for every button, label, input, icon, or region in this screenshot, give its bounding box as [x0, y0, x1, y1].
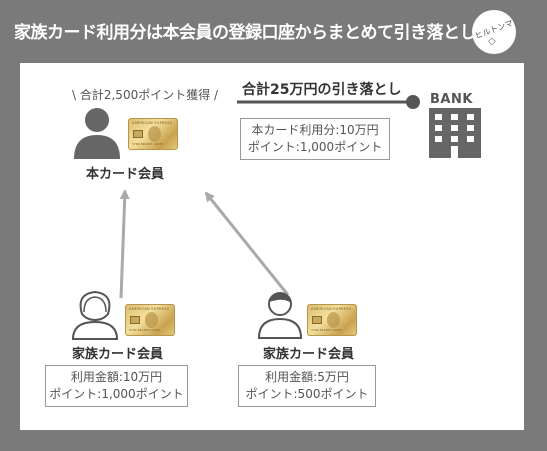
family-member-2-user-icon — [257, 292, 303, 339]
main-member-card-image: AMERICAN EXPRESS 3782 822463 10005 — [128, 118, 178, 150]
arrow-family2-to-main — [204, 191, 290, 296]
page-title: 家族カード利用分は本会員の登録口座からまとめて引き落とし — [14, 23, 477, 43]
family-member-2-label: 家族カード会員 — [263, 347, 355, 362]
family-member-2-card-image: AMERICAN EXPRESS 3782 822463 10005 — [307, 304, 357, 336]
family-member-1-user-icon — [71, 290, 119, 340]
family-member-1-usage-box: 利用金額:10万円 ポイント:1,000ポイント — [45, 365, 188, 407]
diagram-panel: \ 合計2,500ポイント獲得 / AMERICAN EXPRESS 3782 … — [20, 63, 524, 430]
total-points-caption: \ 合計2,500ポイント獲得 / — [72, 88, 219, 102]
withdrawal-total-label: 合計25万円の引き落とし — [242, 82, 402, 98]
family-member-1-label: 家族カード会員 — [72, 347, 164, 362]
diamond-icon: ◇ — [488, 36, 496, 47]
bank-building-icon — [429, 108, 481, 158]
site-logo: ヒルトンマニア ◇ — [472, 10, 516, 54]
bank-connector-dot — [406, 95, 420, 109]
family-member-2-usage-box: 利用金額:5万円 ポイント:500ポイント — [238, 365, 376, 407]
bank-label: BANK — [430, 92, 473, 107]
main-card-breakdown-box: 本カード利用分:10万円 ポイント:1,000ポイント — [240, 118, 390, 160]
flow-arrows — [119, 95, 420, 299]
arrow-family1-to-main — [119, 189, 130, 299]
main-member-user-icon — [74, 108, 120, 159]
family-member-1-card-image: AMERICAN EXPRESS 3782 822463 10005 — [125, 304, 175, 336]
main-member-label: 本カード会員 — [86, 167, 165, 182]
